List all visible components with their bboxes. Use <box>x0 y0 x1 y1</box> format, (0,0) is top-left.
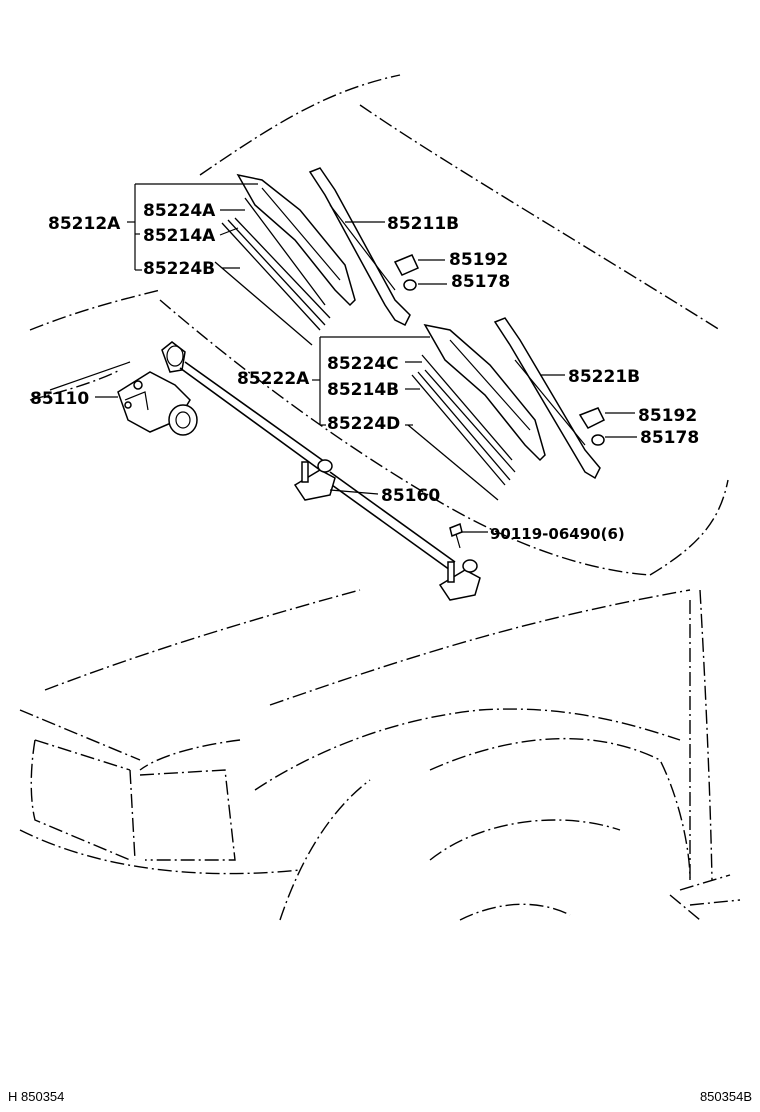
leader-lines <box>49 183 637 533</box>
label-85178-top[interactable]: 85178 <box>451 272 510 292</box>
label-85192-right[interactable]: 85192 <box>638 406 697 426</box>
label-85160[interactable]: 85160 <box>381 486 440 506</box>
wiper-motor <box>117 371 198 436</box>
wiper-link <box>161 341 481 601</box>
vehicle-outline <box>19 74 741 921</box>
label-85214A[interactable]: 85214A <box>143 226 216 246</box>
label-85224A[interactable]: 85224A <box>143 201 216 221</box>
label-90119-06490[interactable]: 90119-06490(6) <box>490 525 625 543</box>
part-labels: 85212A 85224A 85214A 85224B 85211B 85192… <box>30 201 699 543</box>
label-85224D[interactable]: 85224D <box>327 414 400 434</box>
left-wiper-assembly <box>214 167 411 346</box>
label-85221B[interactable]: 85221B <box>568 367 640 387</box>
label-85214B[interactable]: 85214B <box>327 380 399 400</box>
cap-nut-parts <box>393 254 606 446</box>
label-85178-right[interactable]: 85178 <box>640 428 699 448</box>
label-85224C[interactable]: 85224C <box>327 354 399 374</box>
label-85222A[interactable]: 85222A <box>237 369 310 389</box>
label-85212A[interactable]: 85212A <box>48 214 121 234</box>
label-85211B[interactable]: 85211B <box>387 214 459 234</box>
label-85110[interactable]: 85110 <box>30 389 89 409</box>
footer-left-ref: H 850354 <box>8 1089 64 1104</box>
right-wiper-assembly <box>407 317 601 501</box>
label-85192-top[interactable]: 85192 <box>449 250 508 270</box>
label-85224B[interactable]: 85224B <box>143 259 215 279</box>
footer-right-ref: 850354B <box>700 1089 752 1104</box>
